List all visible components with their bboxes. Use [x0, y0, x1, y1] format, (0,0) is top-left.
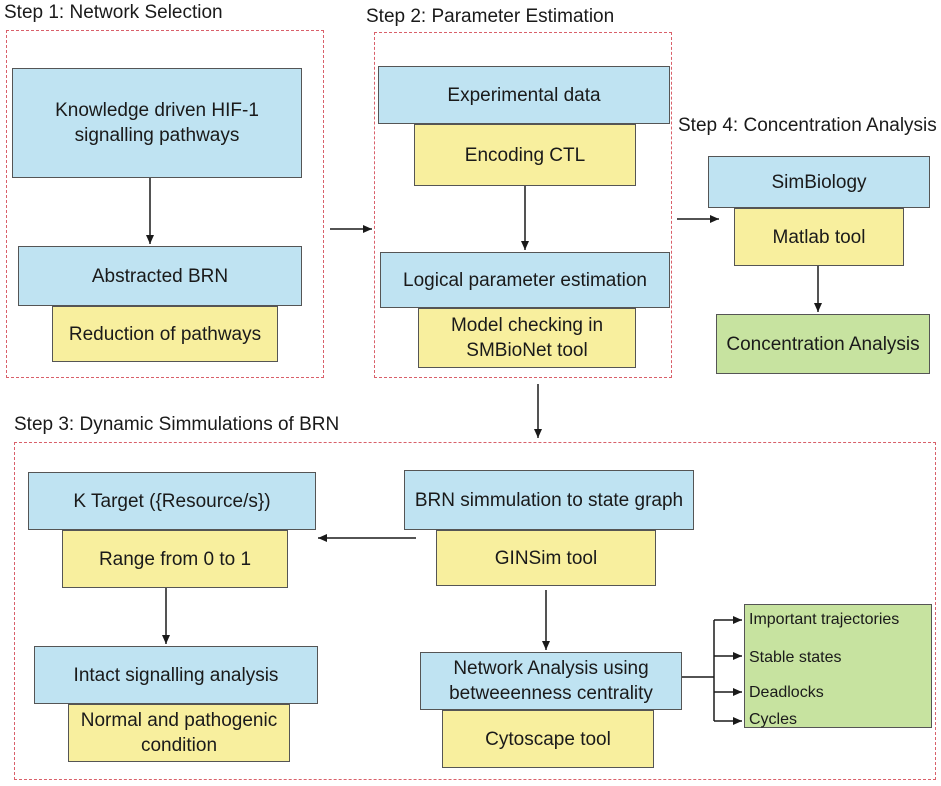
encoding-ctl-node: Encoding CTL [414, 124, 636, 186]
matlab-tool-node: Matlab tool [734, 208, 904, 266]
abstracted-brn-node: Abstracted BRN [18, 246, 302, 306]
simbiology-node: SimBiology [708, 156, 930, 208]
network-analysis-node: Network Analysis using betweeenness cent… [420, 652, 682, 710]
cytoscape-tool-node: Cytoscape tool [442, 710, 654, 768]
step2-title: Step 2: Parameter Estimation [366, 6, 615, 27]
step4-title: Step 4: Concentration Analysis [678, 115, 937, 136]
step1-group [6, 30, 324, 378]
ginsim-tool-node: GINSim tool [436, 530, 656, 586]
brn-simulation-node: BRN simmulation to state graph [404, 470, 694, 530]
concentration-analysis-node: Concentration Analysis [716, 314, 930, 374]
knowledge-driven-node: Knowledge driven HIF-1 signalling pathwa… [12, 68, 302, 178]
intact-signalling-node: Intact signalling analysis [34, 646, 318, 704]
experimental-data-node: Experimental data [378, 66, 670, 124]
model-checking-node: Model checking in SMBioNet tool [418, 308, 636, 368]
k-target-node: K Target ({Resource/s}) [28, 472, 316, 530]
outcome-item: Cycles [749, 711, 798, 728]
logical-parameter-node: Logical parameter estimation [380, 252, 670, 308]
reduction-node: Reduction of pathways [52, 306, 278, 362]
outcomes-panel: Important trajectories Stable states Dea… [744, 604, 932, 728]
step3-title: Step 3: Dynamic Simmulations of BRN [14, 414, 340, 435]
outcome-item: Deadlocks [749, 684, 824, 701]
range-node: Range from 0 to 1 [62, 530, 288, 588]
outcome-item: Stable states [749, 649, 842, 666]
step3-group [14, 442, 936, 780]
step2-group [374, 32, 672, 378]
step1-title: Step 1: Network Selection [4, 2, 223, 23]
normal-pathogenic-node: Normal and pathogenic condition [68, 704, 290, 762]
outcome-item: Important trajectories [749, 611, 900, 628]
